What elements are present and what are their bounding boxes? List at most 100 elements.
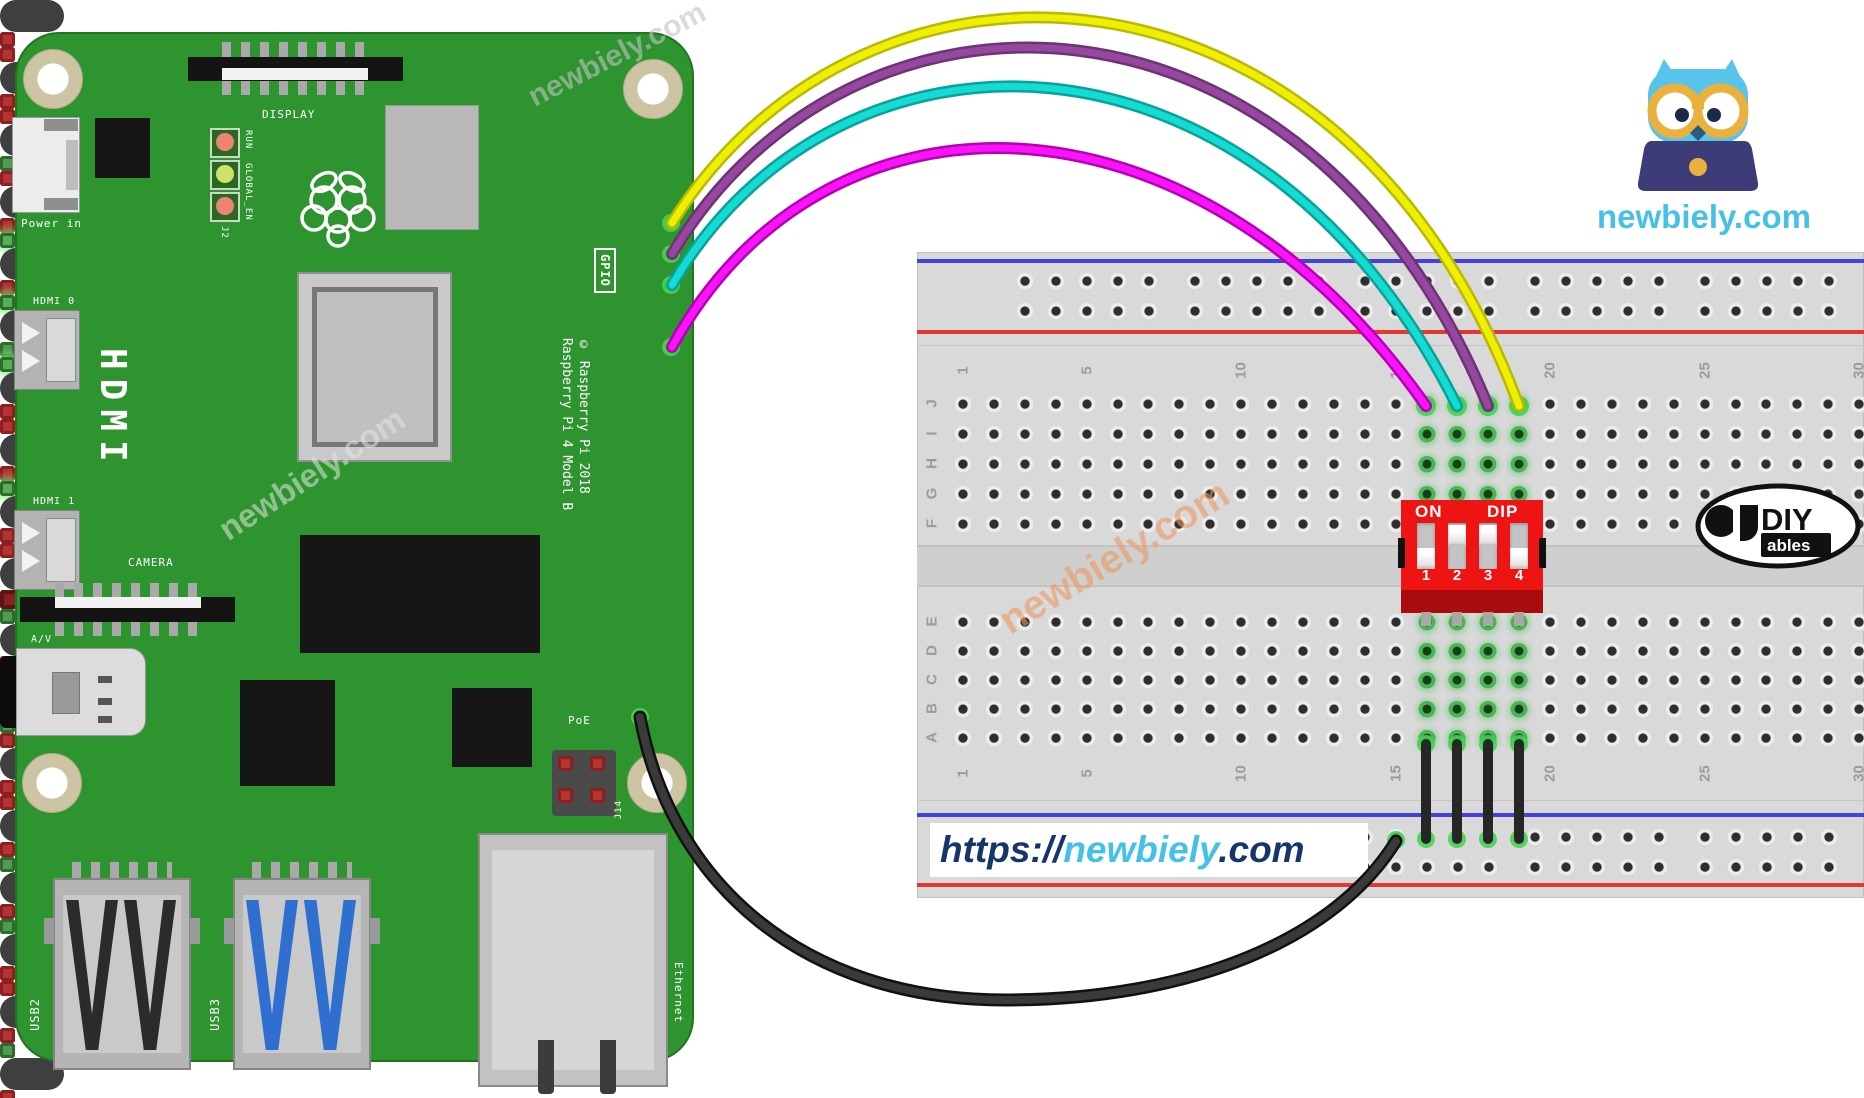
breadboard-hole [1046,303,1065,321]
breadboard-hole [954,614,972,632]
breadboard-hole [1186,273,1204,291]
power-port-tab [44,198,78,210]
breadboard-hole [1108,456,1127,474]
breadboard-hole [1015,396,1034,414]
breadboard-hole [1046,672,1065,690]
breadboard-hole [1541,396,1560,414]
breadboard-hole [1479,303,1498,321]
breadboard-hole [1448,303,1467,321]
breadboard-hole [1170,701,1189,719]
breadboard-hole [1077,516,1096,534]
column-number: 25 [1696,765,1714,782]
breadboard-hole [1015,426,1034,444]
breadboard-hole [1355,701,1374,719]
gpio-pin [0,481,15,496]
column-number: 30 [1850,765,1864,782]
breadboard-hole [1386,486,1405,504]
breadboard-hole [1108,303,1127,321]
breadboard-hole [1232,701,1251,719]
gpio-row [0,0,64,32]
ethernet-clip [538,1040,554,1094]
breadboard-hole [1108,672,1127,690]
breadboard-hole [1757,456,1776,474]
breadboard-hole [1355,456,1374,474]
breadboard-hole [1850,672,1864,690]
poe-pin [590,756,605,771]
breadboard-hole [1587,303,1606,321]
breadboard-hole [1293,730,1312,748]
breadboard-hole [1572,456,1590,474]
breadboard-hole [1541,456,1560,474]
gpio-pin [0,609,15,624]
breadboard-hole [954,643,972,661]
breadboard-hole [1788,273,1807,291]
breadboard-hole [1757,426,1776,444]
breadboard-hole [1602,643,1621,661]
dip-leg [1514,612,1524,626]
row-letter: I [923,431,941,436]
breadboard-hole [1016,303,1034,321]
breadboard-hole [1587,829,1606,847]
breadboard-hole [1541,426,1560,444]
breadboard-hole [1356,303,1374,321]
breadboard-hole [1170,730,1189,748]
chip [300,535,540,653]
breadboard-hole-connected [1448,672,1467,690]
ethernet-port-inner [492,850,654,1070]
breadboard-hole [1232,614,1251,632]
url-prefix: https:// [940,829,1064,870]
dip-number: 2 [1452,567,1462,584]
breadboard-hole [1108,273,1127,291]
breadboard-hole [1247,303,1266,321]
camera-connector-latch [55,597,201,608]
dip-number: 4 [1514,567,1524,584]
breadboard-hole [1139,273,1158,291]
breadboard-hole [1170,516,1189,534]
breadboard-hole [1139,456,1158,474]
ethernet-clip [600,1040,616,1094]
breadboard-hole [1263,516,1281,534]
gpio-pin [0,171,15,186]
breadboard-hole-connected [1479,643,1498,661]
dip-handle [1479,525,1497,546]
breadboard-hole [1139,426,1158,444]
breadboard-hole [1293,456,1312,474]
board-name-line2: © Raspberry Pi 2018 [576,338,591,494]
breadboard-hole [1633,614,1652,632]
breadboard-hole-connected [1448,486,1467,504]
breadboard-hole [1216,273,1235,291]
breadboard-hole [1541,730,1560,748]
breadboard-hole [1324,516,1343,534]
breadboard-hole [1015,672,1034,690]
breadboard-hole-connected [1510,672,1529,690]
breadboard-hole [954,701,972,719]
breadboard-hole [1602,426,1621,444]
breadboard-hole [1386,456,1405,474]
breadboard-hole [1232,730,1251,748]
column-number: 30 [1850,362,1864,379]
raspberry-pi-logo-icon [300,170,376,248]
breadboard-hole [1572,643,1590,661]
dip-leg [1421,612,1431,626]
av-jack-detail [98,716,112,723]
breadboard-hole [954,426,972,444]
breadboard-hole [1108,730,1127,748]
breadboard-hole [1757,303,1776,321]
breadboard-hole [1186,303,1204,321]
breadboard-hole [1386,303,1405,321]
camera-connector-pins [55,583,201,597]
breadboard-hole [1850,486,1864,504]
breadboard-hole [1170,614,1189,632]
breadboard-hole [1263,614,1281,632]
breadboard-hole [1355,672,1374,690]
breadboard-hole-connected [1448,730,1467,748]
breadboard-hole [1526,829,1544,847]
breadboard-hole [1695,643,1714,661]
gpio-pin [0,280,15,295]
breadboard-hole [1355,643,1374,661]
breadboard-hole [1726,614,1745,632]
breadboard-hole [1386,672,1405,690]
breadboard-hole [984,456,1003,474]
poe-pin [590,788,605,803]
breadboard-hole [1726,456,1745,474]
